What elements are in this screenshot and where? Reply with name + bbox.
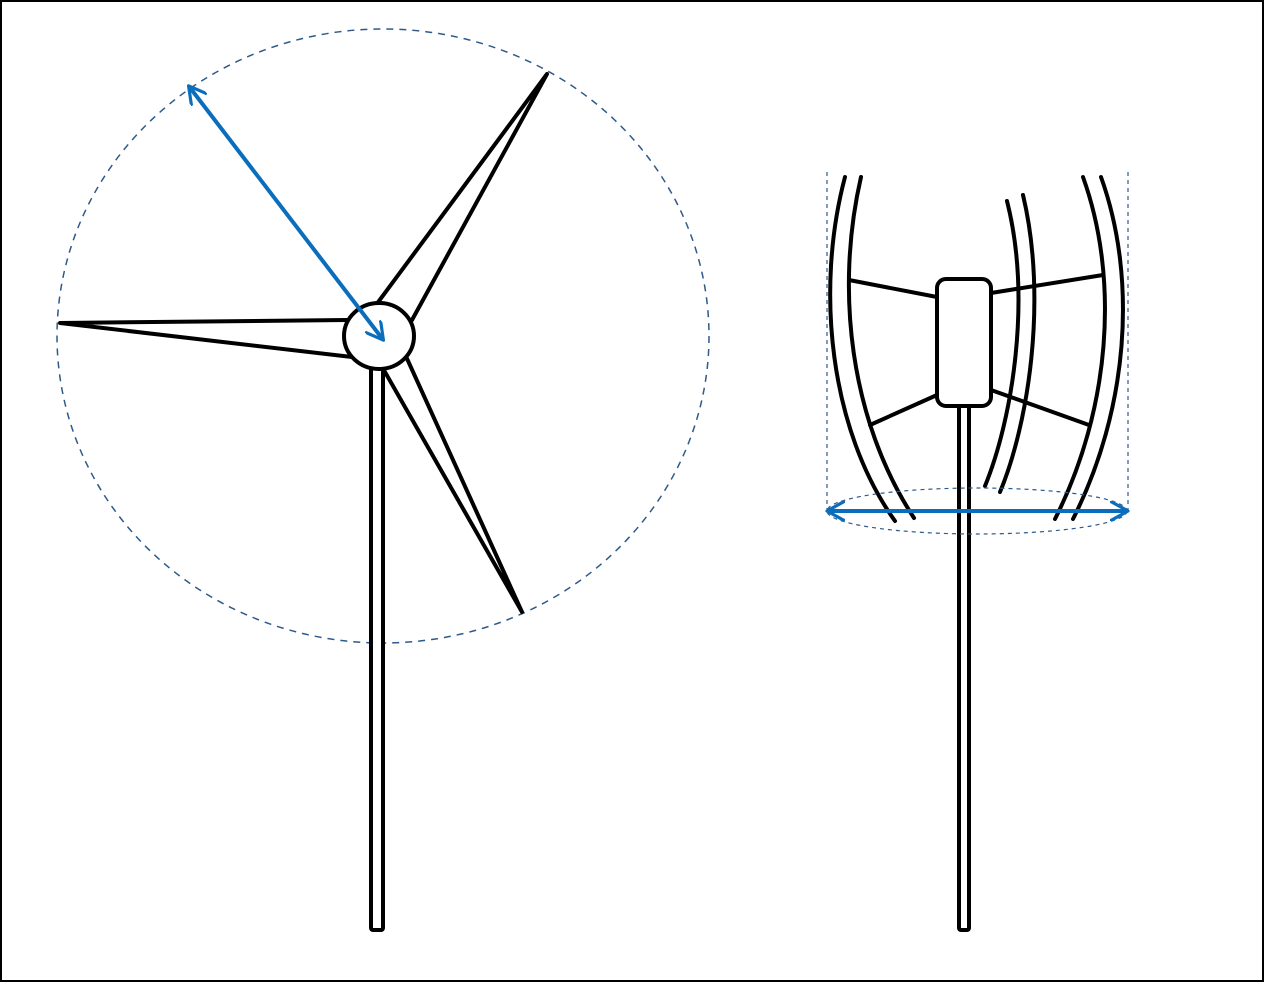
vertical-blade-left-outer [828, 175, 897, 523]
support-arm-lower-left [868, 393, 939, 427]
support-arm-lower-right [989, 388, 1091, 427]
rotor-radius-arrow [191, 89, 381, 337]
support-arm-upper-left [847, 278, 939, 299]
support-arm-upper-right [989, 273, 1105, 295]
vertical-blade-center-outer [983, 199, 1021, 488]
horizontal-axis-turbine [56, 28, 710, 932]
vertical-blade-left-inner [846, 175, 916, 520]
generator-housing [935, 277, 993, 408]
vertical-axis-turbine [827, 172, 1128, 932]
turbine-mast [957, 400, 971, 932]
vertical-blade-right-outer [1053, 175, 1107, 521]
vertical-blade-right-inner [1071, 175, 1125, 521]
rotor-blade-left [58, 318, 354, 359]
turbine-tower [369, 364, 385, 932]
rotor-blade-lower-right [383, 350, 524, 614]
rotor-blade-upper-right [374, 72, 549, 322]
vertical-blade-center-inner [998, 193, 1037, 494]
